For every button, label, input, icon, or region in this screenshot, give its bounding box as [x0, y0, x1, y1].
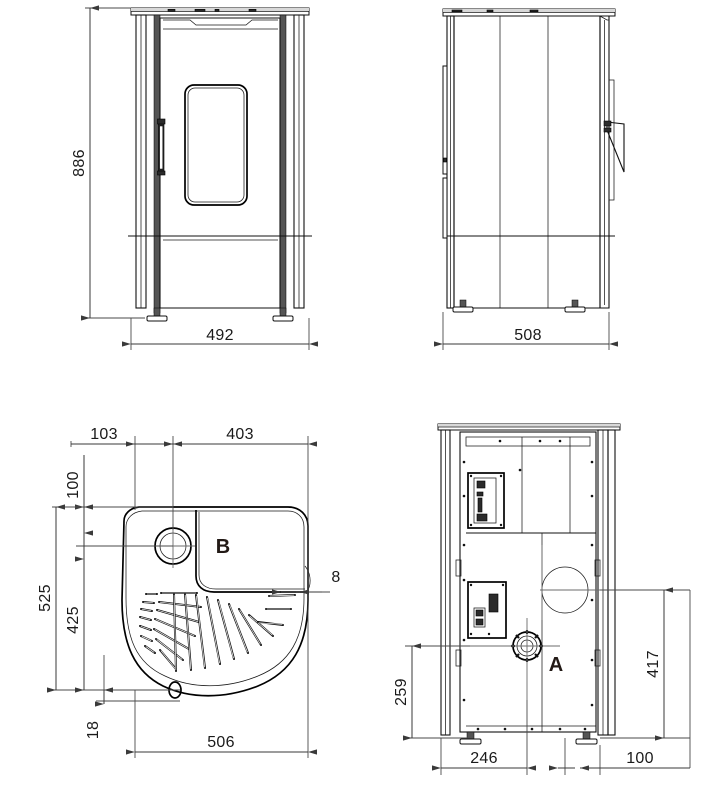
- front-side-panels: [135, 14, 305, 309]
- dim-front-width: 492: [122, 318, 318, 350]
- dim-label-front-height: 886: [71, 149, 88, 177]
- dim-label-plan-edge-gap: 8: [331, 569, 340, 586]
- side-top-plate: [442, 8, 616, 17]
- dim-label-plan-span-right: 403: [226, 426, 254, 443]
- dim-rear-inlet-height: 259: [393, 643, 470, 741]
- front-door-glass: [184, 84, 248, 206]
- dim-label-front-width: 492: [206, 327, 234, 344]
- dim-label-plan-overall-width: 506: [207, 734, 235, 751]
- dim-label-side-depth: 508: [514, 327, 542, 344]
- side-door-handle: [603, 79, 625, 201]
- dim-rear-outlet-height: 417: [600, 587, 690, 741]
- rear-elevation-view: A 259: [393, 423, 691, 775]
- marker-label-inlet-a: A: [549, 654, 563, 676]
- dim-label-plan-body-depth: 425: [65, 606, 82, 634]
- dim-rear-side-offset: 100: [549, 590, 691, 775]
- rear-feet: [459, 731, 598, 745]
- side-cabinet-body: [443, 15, 615, 309]
- front-elevation-view: 886 492: [71, 5, 318, 350]
- plan-louver-grille: [139, 592, 296, 672]
- dim-label-plan-rear-offset: 18: [85, 721, 102, 739]
- dim-plan-rear-offset: 18: [85, 655, 180, 739]
- dim-label-rear-outlet-height: 417: [645, 650, 662, 678]
- rear-cabinet-body: [459, 431, 597, 733]
- rear-upper-control-box: [467, 472, 505, 529]
- plan-outline: [121, 506, 311, 697]
- rear-air-inlet-flange: [420, 618, 560, 700]
- rear-top-plate: [437, 423, 621, 431]
- front-door-handle: [157, 118, 166, 176]
- dim-rear-inlet-offset: 246: [432, 700, 536, 775]
- front-feet: [146, 307, 294, 322]
- rear-side-panels: [440, 429, 616, 736]
- side-back-panel: [446, 15, 455, 309]
- dim-label-rear-inlet-height: 259: [393, 678, 410, 706]
- side-front-fascia: [599, 15, 610, 309]
- side-rear-trim: [442, 65, 448, 239]
- dim-plan-top-group: 103 403: [70, 426, 317, 600]
- dim-front-height: 886: [71, 5, 145, 321]
- dim-plan-overall-width: 506: [126, 600, 317, 758]
- top-plan-view: B: [37, 426, 340, 758]
- side-elevation-view: 508: [434, 8, 625, 350]
- dim-label-plan-front-offset: 100: [65, 471, 82, 499]
- front-frame-uprights: [153, 14, 287, 314]
- marker-label-outlet-b: B: [216, 536, 230, 558]
- dim-label-plan-overall-depth: 525: [37, 584, 54, 612]
- dim-plan-front-offset: 100: [65, 455, 173, 510]
- dim-plan-overall-depth: 525: [37, 504, 180, 693]
- dim-label-rear-side-offset: 100: [626, 750, 654, 767]
- rear-fastener-dots: [462, 439, 594, 731]
- dim-plan-body-depth: 425: [65, 504, 93, 693]
- dim-label-rear-inlet-offset: 246: [470, 750, 498, 767]
- side-feet: [452, 299, 586, 313]
- dim-label-plan-offset-left: 103: [90, 426, 118, 443]
- rear-side-clips: [455, 559, 601, 667]
- dim-plan-edge-gap: 8: [272, 569, 340, 595]
- rear-lower-junction-box: [467, 581, 507, 639]
- dim-side-depth: 508: [434, 312, 618, 350]
- front-top-plate: [130, 7, 310, 16]
